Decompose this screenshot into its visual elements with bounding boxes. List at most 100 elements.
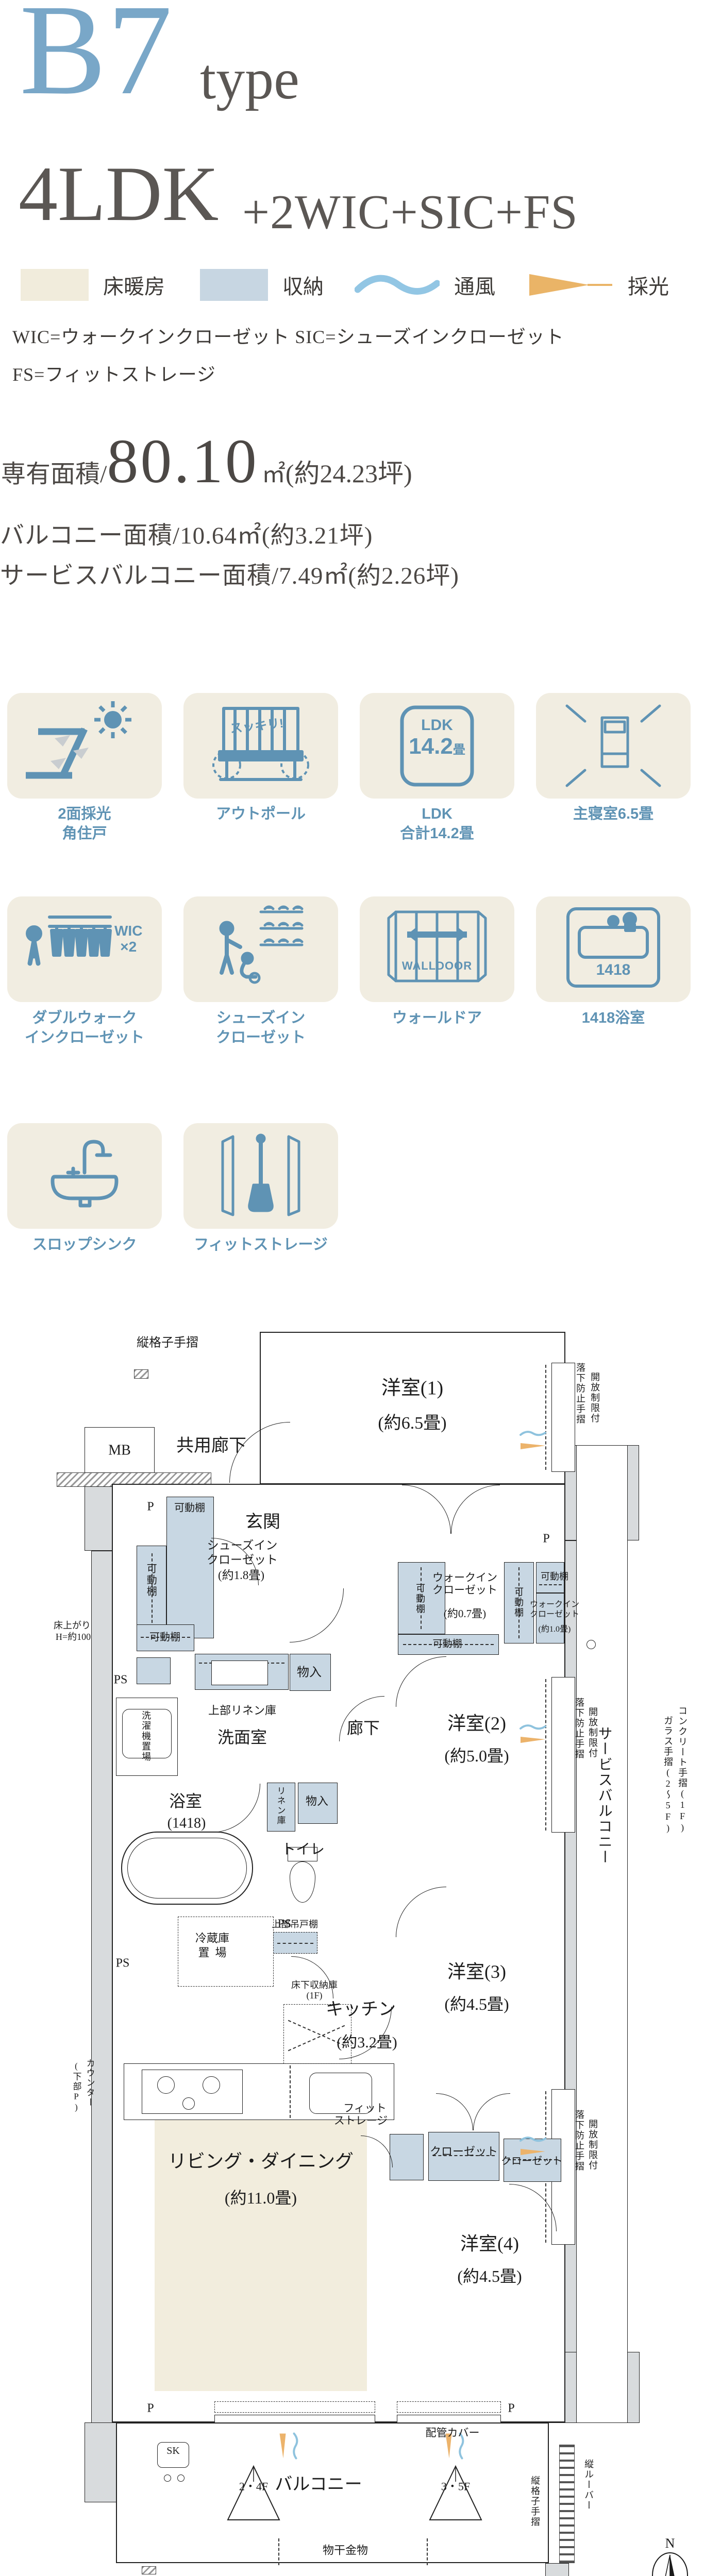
plan-label: ガラス手摺(2〜5F) (663, 1716, 674, 1834)
feature-tile-walldoor: WALLDOOR (360, 896, 514, 1002)
plan-shape (164, 2475, 171, 2482)
exclusive-area: 専有面積/ 80.10 ㎡ (約24.23坪) (0, 430, 704, 493)
plan-shape (551, 1677, 575, 1833)
feature-label: 2面採光 角住戸 (58, 806, 111, 842)
walldoor-badge: WALLDOOR (401, 959, 473, 972)
plan-label: コンクリート手摺(1F) (677, 1706, 688, 1834)
legend-item-床暖房: 床暖房 (21, 269, 165, 301)
plan-label: クローゼット (529, 1610, 580, 1619)
plan-label: (約3.2畳) (337, 2034, 397, 2052)
plan-label: 廊下 (346, 1719, 380, 1738)
plan-shape (545, 1679, 546, 1831)
feature-tile-sic (183, 896, 338, 1002)
vent-daylight-mark (441, 2432, 466, 2461)
plan-label: バルコニー (275, 2475, 362, 2494)
definition-line-2: FS=フィットストレージ (12, 364, 216, 385)
plan-label: トイレ (281, 1841, 325, 1858)
plan-shape (508, 2159, 557, 2160)
vent-daylight-mark (518, 1429, 547, 1454)
definition-line-1: WIC=ウォークインクローゼット SIC=シューズインクローゼット (12, 327, 564, 347)
area-row: バルコニー面積/10.64㎡(約3.21坪) (0, 522, 373, 549)
plan-label: 落下防止手摺 (574, 2110, 585, 2172)
plan-shape (421, 1567, 422, 1629)
legend-label: 床暖房 (103, 275, 165, 298)
plan-shape (298, 1783, 338, 1824)
plan-label: 開放制限付 (590, 1372, 600, 1423)
plan-shape (397, 2401, 501, 2413)
vent-daylight-mark (275, 2432, 300, 2461)
plan-shape (157, 2076, 175, 2094)
plan-label: シューズイン (207, 1539, 278, 1552)
area-unit: ㎡ (261, 461, 286, 487)
plan-label: 物干金物 (322, 2544, 368, 2557)
feature-label: 主寝室6.5畳 (573, 806, 654, 822)
plan-shape (518, 1567, 519, 1638)
legend-label: 採光 (628, 275, 669, 298)
plan-label: 開放制限付 (588, 1707, 598, 1758)
plan-label: カウンター (85, 2058, 95, 2108)
plan-label: PS (115, 1956, 130, 1970)
plan-shape (551, 1363, 575, 1472)
balcony-hatch-triangle (227, 2464, 280, 2524)
area-value: 80.10 (107, 427, 259, 496)
legend-item-通風: 通風 (355, 269, 495, 301)
plan-label: 床上がり (54, 1620, 91, 1631)
plan-shape (182, 2097, 195, 2110)
feature-tile-outpole: スッキリ! (183, 693, 338, 799)
feature-label: LDK 合計14.2畳 (400, 806, 474, 842)
plan-shape (166, 1497, 214, 1638)
plan-label: 洗面室 (217, 1728, 267, 1747)
plan-shape (586, 1640, 596, 1649)
plan-label: 2・4F (239, 2480, 269, 2493)
wic-badge: WIC ×2 (114, 923, 143, 955)
plan-label: 可動棚 (432, 1638, 462, 1650)
plan-label: ウォークイン (432, 1571, 497, 1584)
plan-label: 上部リネン庫 (208, 1704, 277, 1717)
legend-swatch (200, 269, 268, 301)
plan-label: (約4.5畳) (444, 1995, 509, 2014)
plan-label: 可動棚 (541, 1571, 568, 1582)
plan-label: 物入 (297, 1666, 322, 1680)
plan-label: リネン庫 (275, 1786, 286, 1825)
plan-label: 縦格子手摺 (137, 1336, 198, 1350)
plan-shape (134, 1369, 148, 1379)
plan-label: (1F) (306, 1990, 323, 2001)
plan-label: 洋室(1) (381, 1377, 444, 1399)
plan-shape (290, 2065, 291, 2118)
plan-shape (290, 1861, 315, 1903)
plan-shape (427, 2538, 428, 2565)
plan-label: (約6.5畳) (378, 1413, 447, 1433)
compass: N (644, 2536, 696, 2576)
feature-tile-corner-light (7, 693, 162, 799)
plan-label: H=約100 (55, 1631, 91, 1642)
plan-shape (539, 1584, 562, 1585)
plan-label: P (543, 1532, 550, 1546)
plan-shape (85, 1427, 155, 1473)
plan-label: クローゼット (432, 1584, 497, 1597)
plan-label: (約5.0畳) (444, 1747, 509, 1766)
plan-shape (177, 2475, 185, 2482)
area-row: サービスバルコニー面積/7.49㎡(約2.26坪) (0, 563, 459, 589)
plan-shape (203, 2076, 220, 2094)
svg-text:N: N (665, 2536, 675, 2551)
legend: 床暖房収納通風採光 (10, 269, 696, 306)
plan-shape (536, 1562, 564, 1593)
plan-label: P (508, 2401, 515, 2415)
plan-shape (545, 1365, 546, 1470)
plan-shape (155, 2097, 367, 2391)
plan-shape (152, 1553, 153, 1628)
plan-label: 洋室(3) (447, 1961, 506, 1982)
plan-label: クローゼット (429, 2145, 498, 2158)
plan-label: (下部P) (71, 2061, 81, 2113)
legend-swatch (21, 269, 89, 301)
plan-label: 浴室 (169, 1792, 203, 1811)
plan-label: SK (166, 2445, 180, 2456)
plan-label: (約4.5畳) (457, 2267, 522, 2286)
plan-label: ストレージ (333, 2114, 388, 2127)
plan-label: ウォークイン (529, 1600, 580, 1609)
plan-shape (278, 2538, 279, 2565)
plan-shape (288, 1847, 317, 1861)
plan-label: (約1.8畳) (217, 1569, 265, 1582)
plan-shape (137, 1624, 194, 1651)
